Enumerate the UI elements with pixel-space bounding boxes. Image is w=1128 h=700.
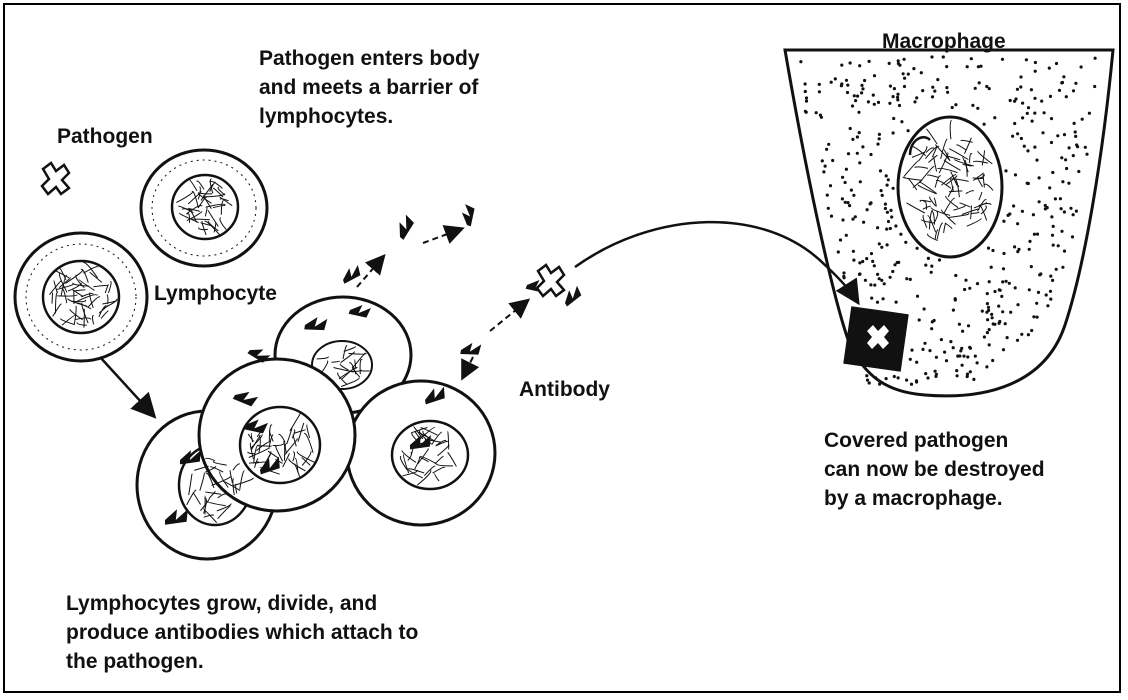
dividing-lymphocytes [50,178,496,559]
macrophage-cell [785,50,1113,396]
diagram-frame: Pathogen Lymphocyte Antibody Macrophage … [3,3,1121,693]
antibody-arrow [423,229,461,243]
macrophage-label: Macrophage [882,27,1006,56]
lymphocyte-cell [141,150,267,266]
antibody-arrow [490,301,527,331]
antibody-arrow [463,357,473,377]
caption-pathogen-destroyed: Covered pathogen can now be destroyed by… [824,426,1045,513]
pathogen-icon [42,163,69,194]
antibody-arrow [357,257,383,287]
to-macrophage-arrow [575,222,857,301]
caption-lymphocytes-grow: Lymphocytes grow, divide, and produce an… [66,589,418,676]
lymphocyte-label: Lymphocyte [154,279,277,308]
pathogen-label: Pathogen [57,122,153,151]
antibody-coated-pathogen [537,265,564,296]
caption-pathogen-enters: Pathogen enters body and meets a barrier… [259,44,480,131]
covered-pathogen [843,306,909,372]
antibody-label: Antibody [519,375,610,404]
lymphocyte-cell [15,233,147,361]
division-arrow [100,357,153,415]
